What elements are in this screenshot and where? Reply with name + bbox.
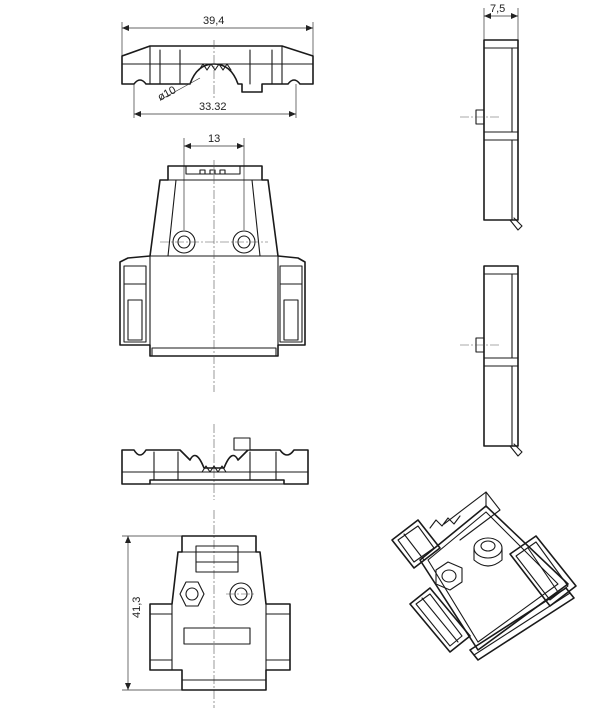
dim-depth: 7,5 [490, 3, 505, 15]
side-view-bottom [460, 265, 523, 457]
front-view: 13 [119, 133, 306, 392]
dim-hole-diameter: ø10 [156, 84, 178, 104]
isometric-view [391, 491, 577, 661]
dim-overall-width: 39,4 [203, 15, 224, 27]
top-view: 39,4 ø10 33.32 [121, 15, 314, 118]
dim-center-distance: 13 [208, 133, 220, 145]
dim-height: 41,3 [131, 597, 143, 618]
side-view-top: 7,5 [460, 3, 523, 231]
dim-hole-spacing: 33.32 [199, 101, 227, 113]
rear-view: 41,3 [122, 510, 291, 708]
bottom-view [121, 424, 309, 500]
